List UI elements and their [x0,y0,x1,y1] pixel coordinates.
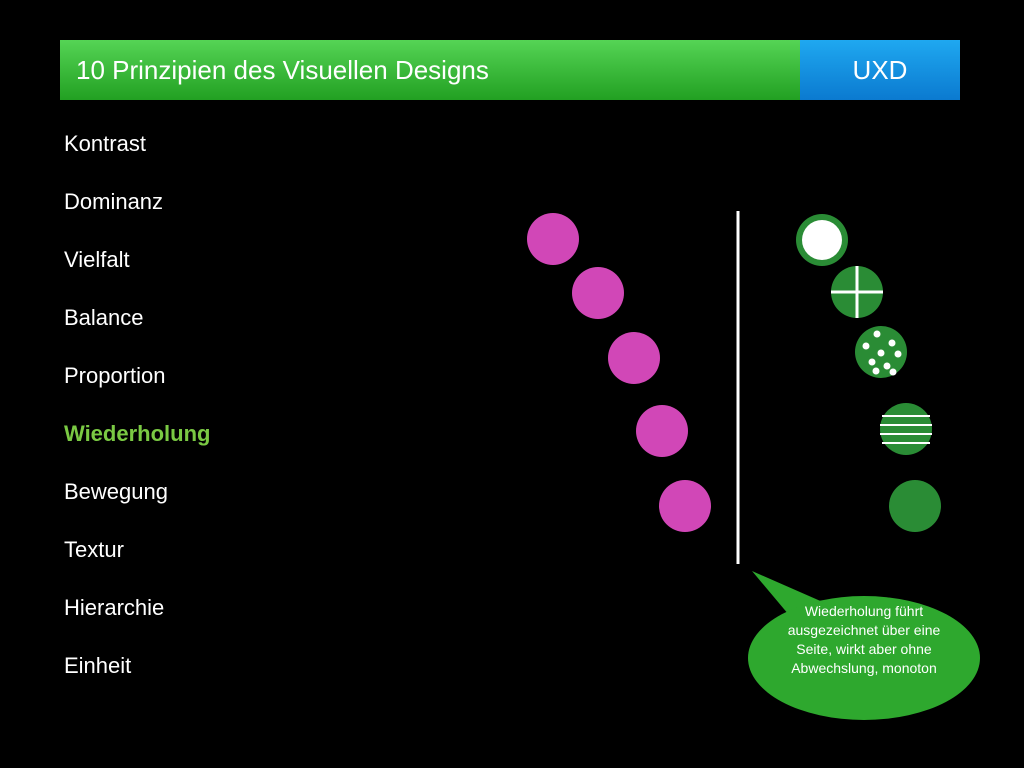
cross-circle [831,266,883,318]
principle-item: Einheit [64,653,132,678]
principle-item: Vielfalt [64,247,130,272]
pink-circle [659,480,711,532]
pink-circle [572,267,624,319]
striped-circle [880,403,932,455]
principle-item: Proportion [64,363,166,388]
ring-circle [796,214,848,266]
principle-item: Balance [64,305,144,330]
plain-green-circle [889,480,941,532]
principle-item-active: Wiederholung [64,421,211,446]
dotted-circle [855,326,907,378]
principle-item: Textur [64,537,124,562]
slide-title: 10 Prinzipien des Visuellen Designs [60,40,800,100]
pink-circle [608,332,660,384]
principle-item: Kontrast [64,131,146,156]
principles-list: Kontrast Dominanz Vielfalt Balance Propo… [64,128,210,708]
principle-item: Hierarchie [64,595,165,620]
slide-header: 10 Prinzipien des Visuellen Designs UXD [60,40,960,100]
principle-item: Bewegung [64,479,168,504]
pink-circle [636,405,688,457]
slide-tag: UXD [800,40,960,100]
principle-item: Dominanz [64,189,164,214]
pink-circle [527,213,579,265]
callout-text: Wiederholung führt ausgezeichnet über ei… [787,603,941,676]
speech-bubble [748,571,980,720]
